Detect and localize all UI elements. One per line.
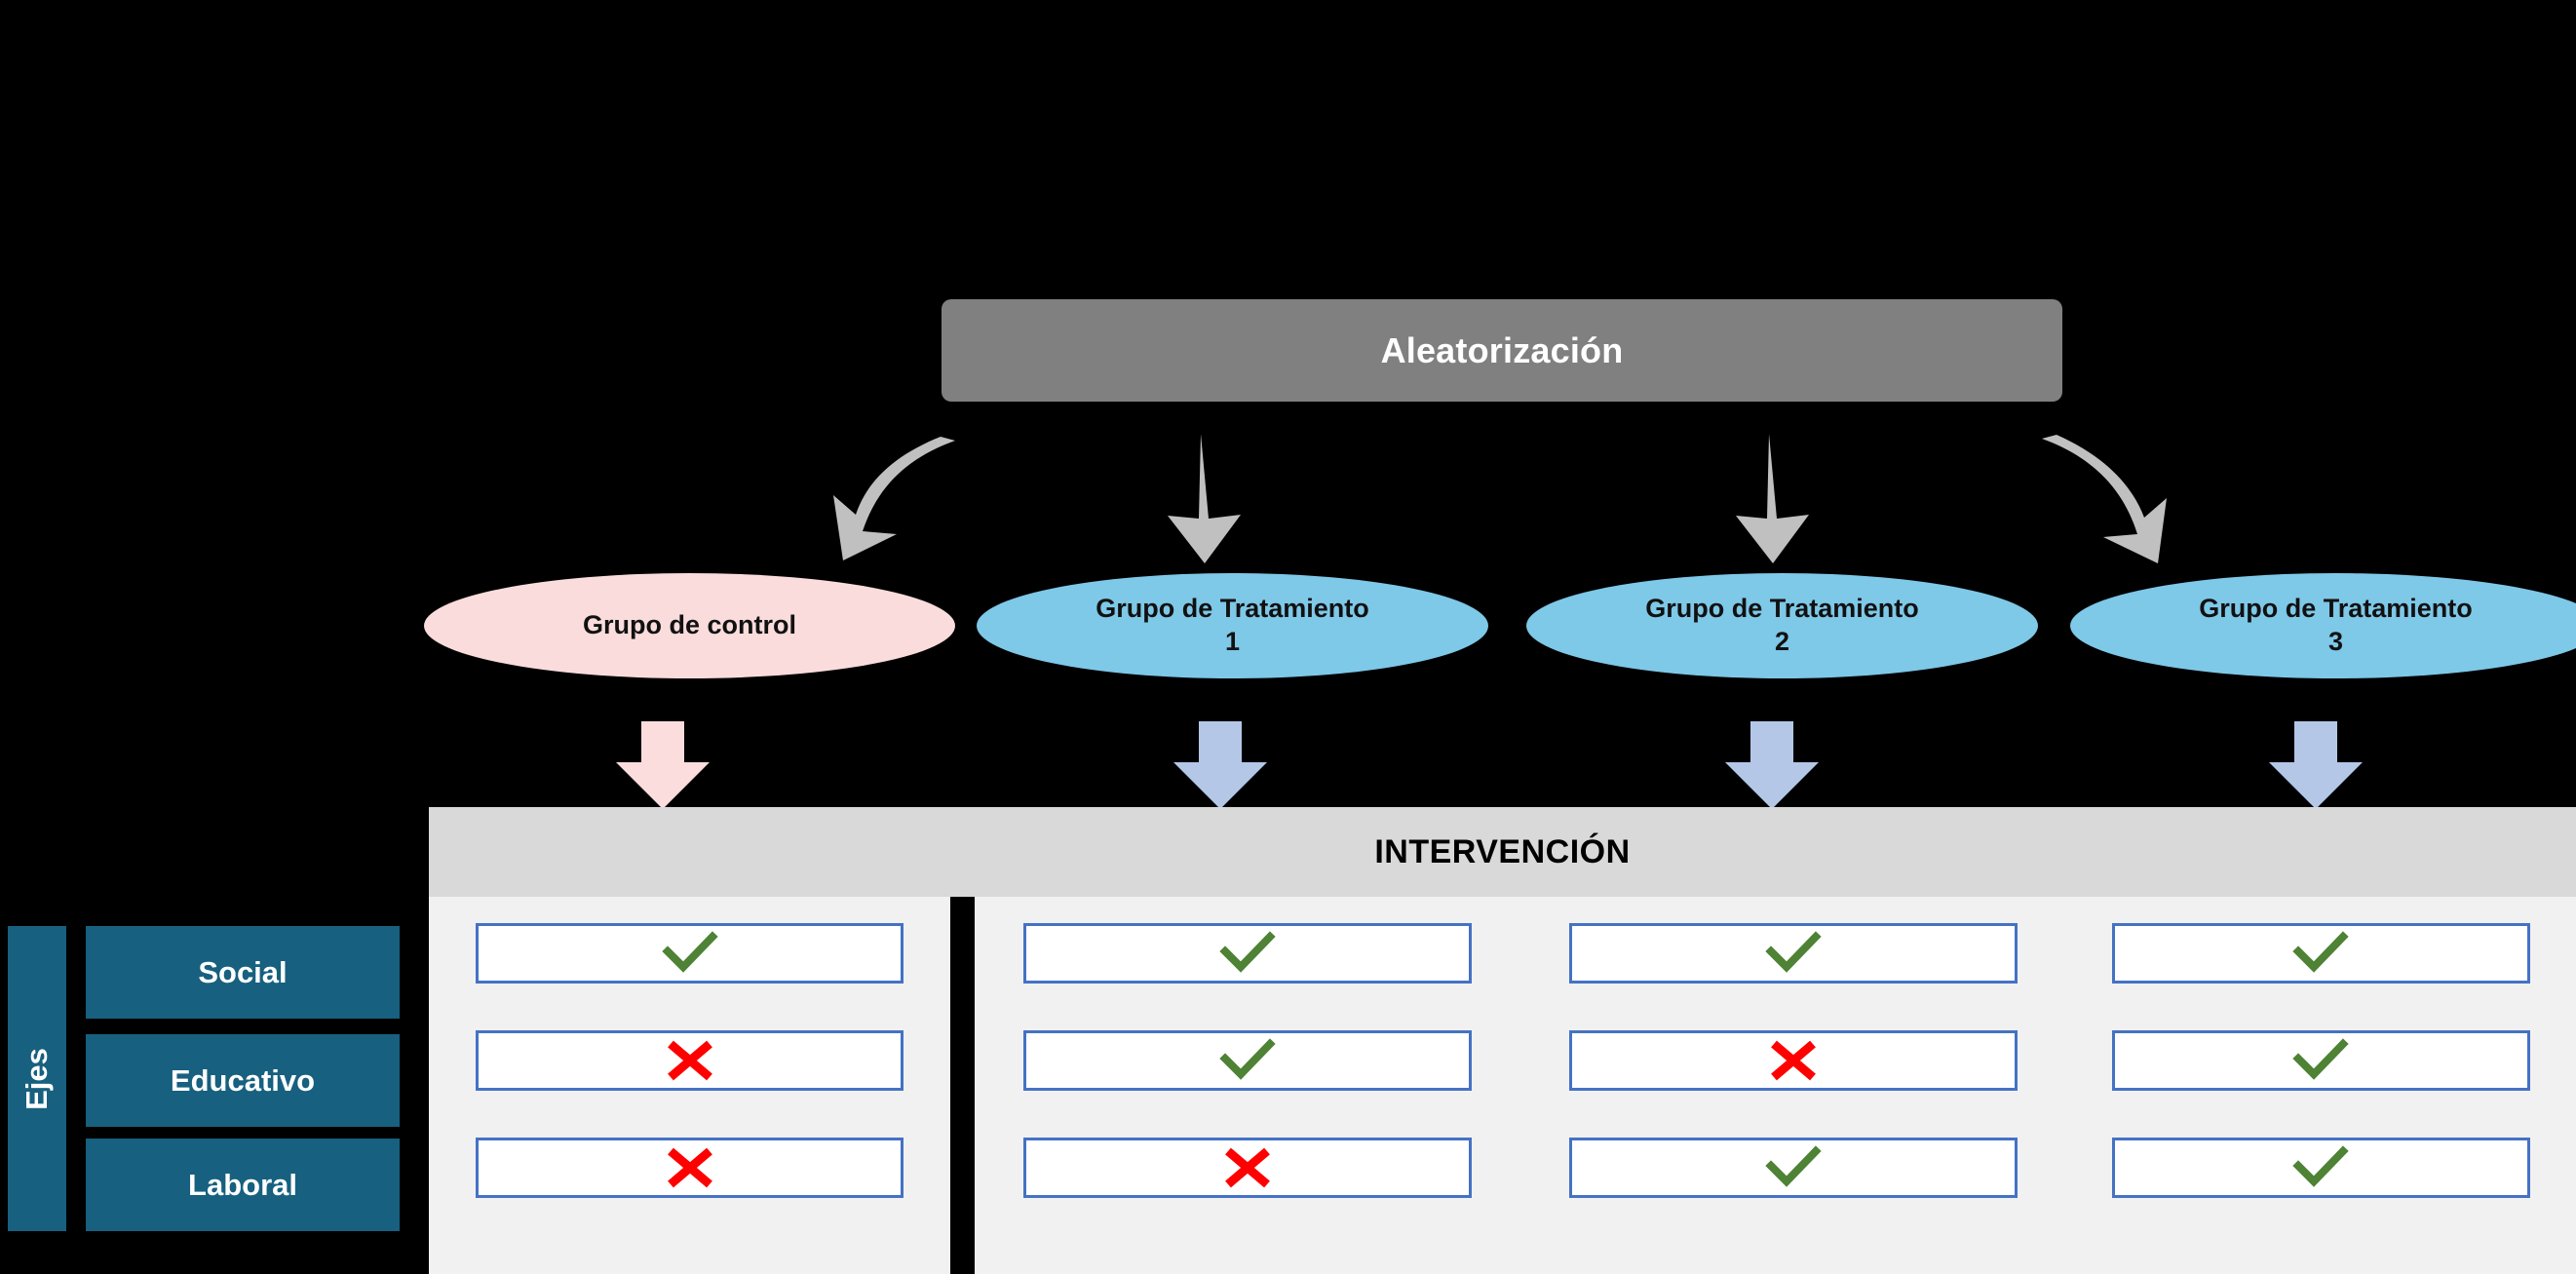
- block-arrow-treatment2-icon: [1725, 721, 1819, 809]
- axes-spine-label: Ejes: [19, 1047, 54, 1110]
- check-icon: [1219, 1038, 1276, 1080]
- check-icon: [2292, 1145, 2350, 1187]
- intervention-cell: [1569, 923, 2018, 984]
- intervention-column-treatment2: [1520, 897, 2066, 1274]
- intervention-title: INTERVENCIÓN: [1374, 832, 1631, 870]
- check-icon: [1765, 1145, 1822, 1187]
- group-node-treatment3: Grupo de Tratamiento 3: [2070, 573, 2576, 678]
- group-label-control: Grupo de control: [583, 610, 796, 640]
- arrow-to-treatment2-icon: [1736, 434, 1809, 563]
- randomization-label: Aleatorización: [1380, 329, 1624, 370]
- arrow-to-treatment3-icon: [2042, 435, 2167, 563]
- cross-icon: [1225, 1147, 1270, 1188]
- intervention-cell: [2112, 1138, 2530, 1198]
- group-label-treatment1: Grupo de Tratamiento 1: [1096, 594, 1369, 656]
- axis-row-educativo: Educativo: [86, 1034, 400, 1127]
- axis-row-social: Social: [86, 926, 400, 1019]
- group-node-treatment2: Grupo de Tratamiento 2: [1526, 573, 2038, 678]
- intervention-cell: [1569, 1030, 2018, 1091]
- cross-icon: [667, 1040, 712, 1081]
- intervention-cell: [2112, 1030, 2530, 1091]
- group-label-treatment2: Grupo de Tratamiento 2: [1645, 594, 1919, 656]
- block-arrow-control-icon: [616, 721, 710, 809]
- intervention-cell: [476, 1030, 904, 1091]
- check-icon: [1219, 931, 1276, 973]
- cross-icon: [1771, 1040, 1816, 1081]
- check-icon: [661, 931, 718, 973]
- check-icon: [2292, 931, 2350, 973]
- cross-icon: [667, 1147, 712, 1188]
- group-node-control: Grupo de control: [424, 573, 955, 678]
- intervention-cell: [1023, 1138, 1472, 1198]
- axis-row-laboral: Laboral: [86, 1139, 400, 1231]
- block-arrow-treatment3-icon: [2269, 721, 2363, 809]
- check-icon: [1765, 931, 1822, 973]
- intervention-column-treatment1: [975, 897, 1520, 1274]
- intervention-cell: [476, 923, 904, 984]
- intervention-header: INTERVENCIÓN: [429, 807, 2576, 897]
- axis-label-educativo: Educativo: [170, 1062, 316, 1098]
- block-arrow-treatment1-icon: [1173, 721, 1267, 809]
- intervention-cell: [476, 1138, 904, 1198]
- intervention-cell: [2112, 923, 2530, 984]
- intervention-column-control: [429, 897, 950, 1274]
- arrow-to-treatment1-icon: [1168, 434, 1241, 563]
- intervention-cell: [1023, 1030, 1472, 1091]
- axes-spine: Ejes: [8, 926, 66, 1231]
- intervention-cell: [1569, 1138, 2018, 1198]
- axis-label-social: Social: [198, 954, 288, 989]
- axis-label-laboral: Laboral: [188, 1167, 297, 1202]
- check-icon: [2292, 1038, 2350, 1080]
- group-node-treatment1: Grupo de Tratamiento 1: [977, 573, 1488, 678]
- intervention-cell: [1023, 923, 1472, 984]
- group-label-treatment3: Grupo de Tratamiento 3: [2199, 594, 2473, 656]
- intervention-column-treatment3: [2066, 897, 2576, 1274]
- randomization-node: Aleatorización: [942, 299, 2062, 402]
- arrow-to-control-icon: [833, 437, 955, 560]
